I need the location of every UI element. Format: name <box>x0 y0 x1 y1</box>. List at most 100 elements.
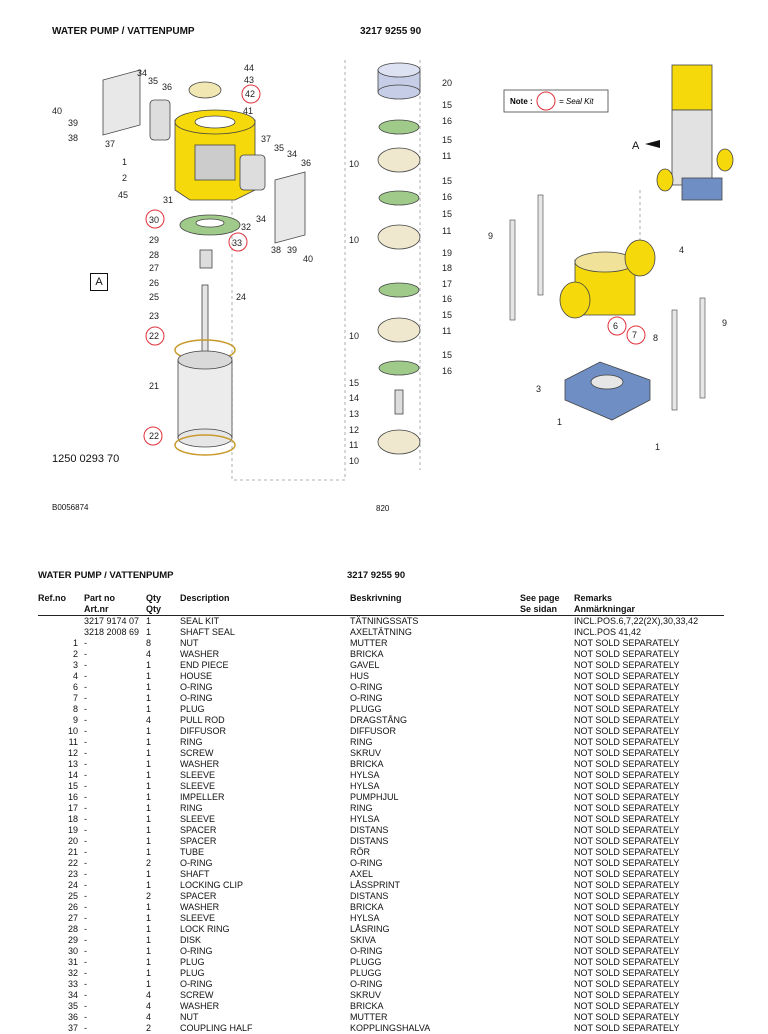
svg-text:36: 36 <box>162 82 172 92</box>
qty-cell: 2 <box>146 858 180 869</box>
see-page-cell <box>520 759 574 770</box>
beskrivning-cell: AXELTÄTNING <box>350 627 520 638</box>
qty-cell: 1 <box>146 682 180 693</box>
see-page-cell <box>520 781 574 792</box>
svg-text:16: 16 <box>442 192 452 202</box>
header-qty-sv: Qty <box>146 604 180 615</box>
ref-no-cell: 27 <box>38 913 84 924</box>
svg-text:43: 43 <box>244 75 254 85</box>
description-cell: SEAL KIT <box>180 616 350 628</box>
svg-text:38: 38 <box>271 245 281 255</box>
ref-no-cell: 37 <box>38 1023 84 1034</box>
see-page-cell <box>520 935 574 946</box>
part-no-cell: - <box>84 990 146 1001</box>
description-cell: WASHER <box>180 902 350 913</box>
part-no-cell: - <box>84 913 146 924</box>
ref-no-cell: 20 <box>38 836 84 847</box>
description-cell: PLUG <box>180 957 350 968</box>
svg-text:15: 15 <box>442 100 452 110</box>
qty-cell: 1 <box>146 660 180 671</box>
svg-text:44: 44 <box>244 63 254 73</box>
part-no-cell: - <box>84 671 146 682</box>
remarks-cell: INCL.POS.6,7,22(2X),30,33,42 <box>574 616 724 628</box>
description-cell: TUBE <box>180 847 350 858</box>
ref-no-cell: 11 <box>38 737 84 748</box>
qty-cell: 1 <box>146 616 180 628</box>
ref-no-cell: 24 <box>38 880 84 891</box>
see-page-cell <box>520 814 574 825</box>
description-cell: RING <box>180 803 350 814</box>
qty-cell: 1 <box>146 836 180 847</box>
svg-text:15: 15 <box>442 350 452 360</box>
header-qty: Qty Qty <box>146 593 180 616</box>
description-cell: SLEEVE <box>180 913 350 924</box>
description-cell: O-RING <box>180 946 350 957</box>
part-no-cell: - <box>84 759 146 770</box>
svg-text:30: 30 <box>149 215 159 225</box>
qty-cell: 4 <box>146 990 180 1001</box>
svg-text:24: 24 <box>236 292 246 302</box>
svg-text:38: 38 <box>68 133 78 143</box>
ref-no-cell: 35 <box>38 1001 84 1012</box>
qty-cell: 1 <box>146 968 180 979</box>
description-cell: END PIECE <box>180 660 350 671</box>
remarks-cell: NOT SOLD SEPARATELY <box>574 957 724 968</box>
see-page-cell <box>520 968 574 979</box>
parts-table-header: Ref.no Part no Art.nr Qty Qty Descriptio… <box>38 593 724 616</box>
beskrivning-cell: PLUGG <box>350 957 520 968</box>
part-no-cell: - <box>84 638 146 649</box>
qty-cell: 1 <box>146 935 180 946</box>
pump-housing-group <box>510 65 733 420</box>
svg-text:1: 1 <box>122 157 127 167</box>
remarks-cell: NOT SOLD SEPARATELY <box>574 979 724 990</box>
part-no-cell: 3218 2008 69 <box>84 627 146 638</box>
remarks-cell: NOT SOLD SEPARATELY <box>574 1023 724 1034</box>
svg-text:45: 45 <box>118 190 128 200</box>
see-page-cell <box>520 737 574 748</box>
description-cell: WASHER <box>180 759 350 770</box>
description-cell: LOCKING CLIP <box>180 880 350 891</box>
see-page-cell <box>520 858 574 869</box>
drawing-title: WATER PUMP / VATTENPUMP <box>52 26 195 37</box>
svg-text:41: 41 <box>243 106 253 116</box>
parts-list-part-number: 3217 9255 90 <box>347 570 405 581</box>
beskrivning-cell: SKRUV <box>350 990 520 1001</box>
ref-no-cell: 30 <box>38 946 84 957</box>
remarks-cell: NOT SOLD SEPARATELY <box>574 781 724 792</box>
description-cell: COUPLING HALF <box>180 1023 350 1034</box>
description-cell: DISK <box>180 935 350 946</box>
see-page-cell <box>520 979 574 990</box>
part-no-cell: - <box>84 792 146 803</box>
qty-cell: 1 <box>146 924 180 935</box>
svg-text:8: 8 <box>653 333 658 343</box>
svg-text:3: 3 <box>536 384 541 394</box>
part-no-cell: - <box>84 858 146 869</box>
header-part-no-sv: Art.nr <box>84 604 146 615</box>
see-page-cell <box>520 891 574 902</box>
remarks-cell: NOT SOLD SEPARATELY <box>574 770 724 781</box>
ref-no-cell: 8 <box>38 704 84 715</box>
see-page-cell <box>520 1001 574 1012</box>
header-remarks-sv: Anmärkningar <box>574 604 724 615</box>
qty-cell: 1 <box>146 781 180 792</box>
ref-no-cell: 13 <box>38 759 84 770</box>
view-a-marker: A <box>90 273 108 291</box>
header-see-page-en: See page <box>520 593 574 604</box>
description-cell: RING <box>180 737 350 748</box>
page-number: 820 <box>376 504 389 513</box>
svg-text:15: 15 <box>442 135 452 145</box>
remarks-cell: NOT SOLD SEPARATELY <box>574 836 724 847</box>
qty-cell: 1 <box>146 902 180 913</box>
beskrivning-cell: HUS <box>350 671 520 682</box>
beskrivning-cell: SKIVA <box>350 935 520 946</box>
part-no-cell: - <box>84 1023 146 1034</box>
part-no-cell: - <box>84 880 146 891</box>
part-no-cell: - <box>84 781 146 792</box>
remarks-cell: NOT SOLD SEPARATELY <box>574 726 724 737</box>
svg-text:35: 35 <box>274 143 284 153</box>
svg-text:21: 21 <box>149 381 159 391</box>
description-cell: WASHER <box>180 1001 350 1012</box>
